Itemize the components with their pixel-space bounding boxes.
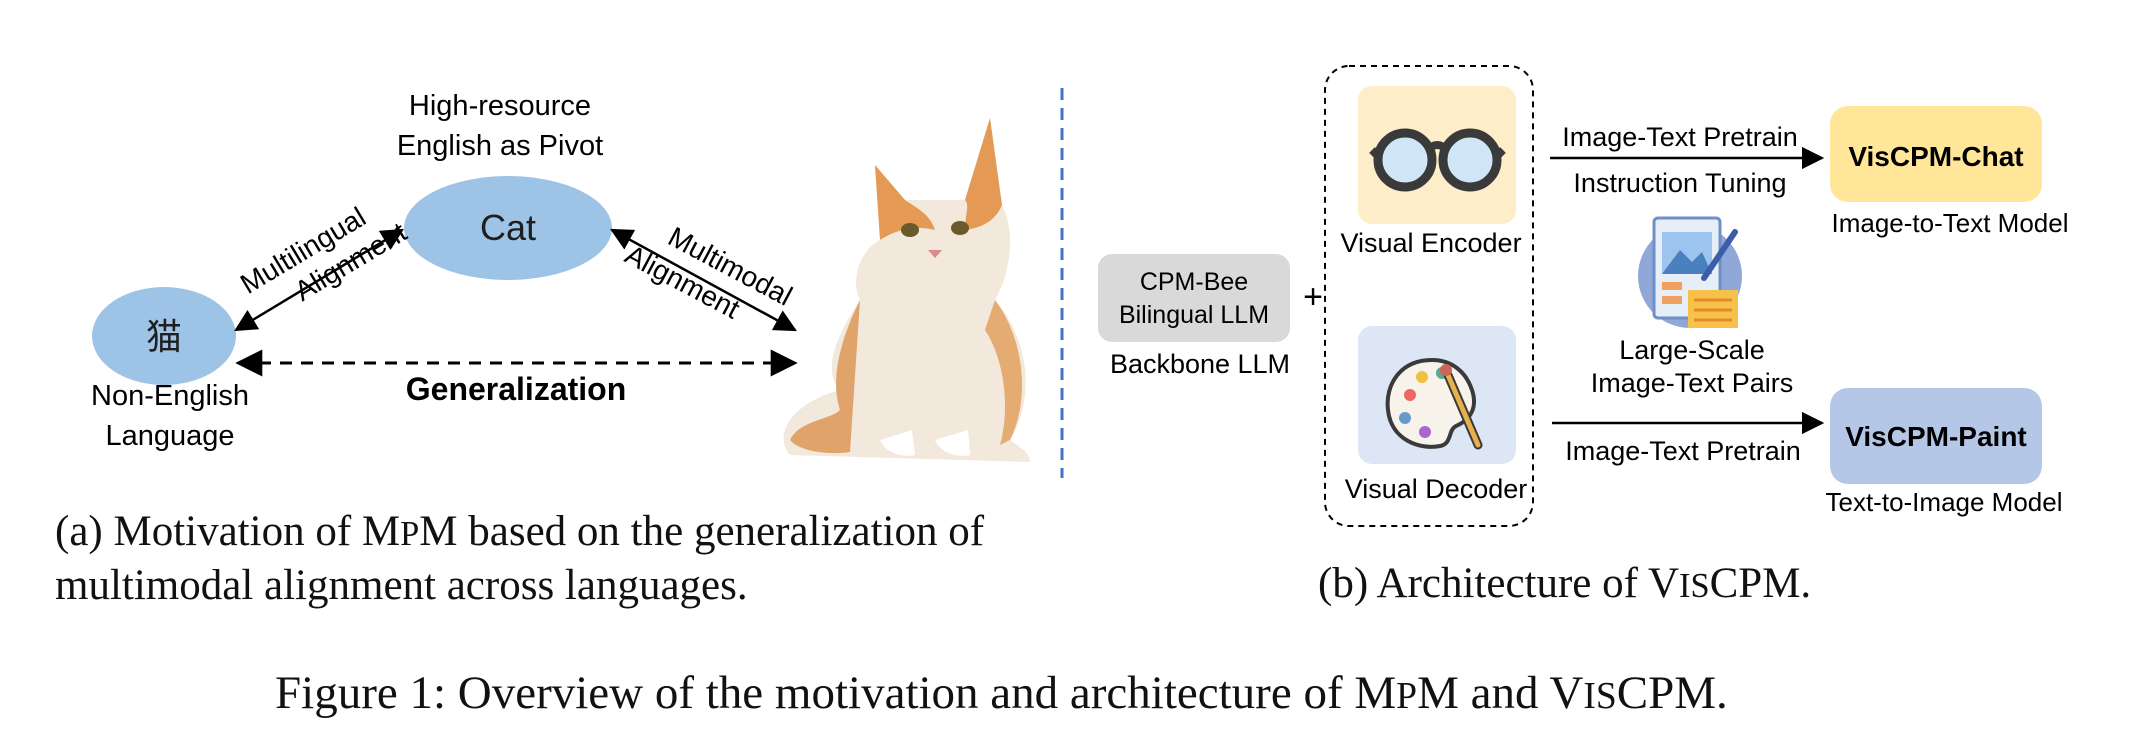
- non-english-line2: Language: [105, 420, 234, 452]
- visual-encoder-label: Visual Encoder: [1340, 228, 1521, 258]
- pretrain-bottom-label: Image-Text Pretrain: [1565, 436, 1801, 466]
- instruction-tuning-label: Instruction Tuning: [1573, 168, 1786, 198]
- panel-a: High-resource English as Pivot Cat 猫 Non…: [91, 90, 1030, 462]
- pairs-line1: Large-Scale: [1619, 335, 1765, 365]
- panel-a-caption: (a) Motivation of MPM based on the gener…: [55, 508, 985, 609]
- generalization-label: Generalization: [406, 371, 627, 407]
- cat-photo: [783, 118, 1030, 462]
- figure-caption: Figure 1: Overview of the motivation and…: [275, 667, 1728, 719]
- multimodal-arrow: [610, 228, 797, 332]
- pairs-line2: Image-Text Pairs: [1591, 368, 1794, 398]
- pivot-label-line1: High-resource: [409, 90, 591, 122]
- non-english-line1: Non-English: [91, 380, 249, 412]
- viscpm-chat-box: [1830, 106, 2042, 202]
- pretrain-top-label: Image-Text Pretrain: [1562, 122, 1798, 152]
- palette-icon: [1385, 357, 1483, 450]
- viscpm-chat-label: VisCPM-Chat: [1848, 141, 2023, 172]
- chinese-node-label: 猫: [146, 316, 182, 357]
- viscpm-paint-label: VisCPM-Paint: [1845, 421, 2027, 452]
- vision-modules-container: [1324, 65, 1534, 527]
- plus-sign: +: [1303, 278, 1323, 316]
- cat-node-label: Cat: [480, 207, 536, 248]
- cpm-bee-box: [1098, 254, 1290, 342]
- cat-node: [404, 176, 612, 280]
- chinese-node: [92, 287, 236, 385]
- text-to-image-label: Text-to-Image Model: [1826, 487, 2063, 517]
- glasses-icon: [1369, 128, 1506, 192]
- visual-decoder-label: Visual Decoder: [1345, 474, 1528, 504]
- panel-b-caption: (b) Architecture of VISCPM.: [1318, 560, 1812, 607]
- backbone-label: Backbone LLM: [1110, 349, 1290, 379]
- cpm-bee-line1: CPM-Bee: [1140, 268, 1248, 296]
- image-to-text-label: Image-to-Text Model: [1832, 208, 2069, 238]
- viscpm-paint-box: [1830, 388, 2042, 484]
- pivot-label-line2: English as Pivot: [397, 130, 603, 162]
- cpm-bee-line2: Bilingual LLM: [1119, 301, 1269, 329]
- panel-b: CPM-Bee Bilingual LLM Backbone LLM + Vis…: [1098, 65, 2069, 527]
- multilingual-arrow: [234, 228, 404, 332]
- image-text-icon: [1638, 216, 1742, 328]
